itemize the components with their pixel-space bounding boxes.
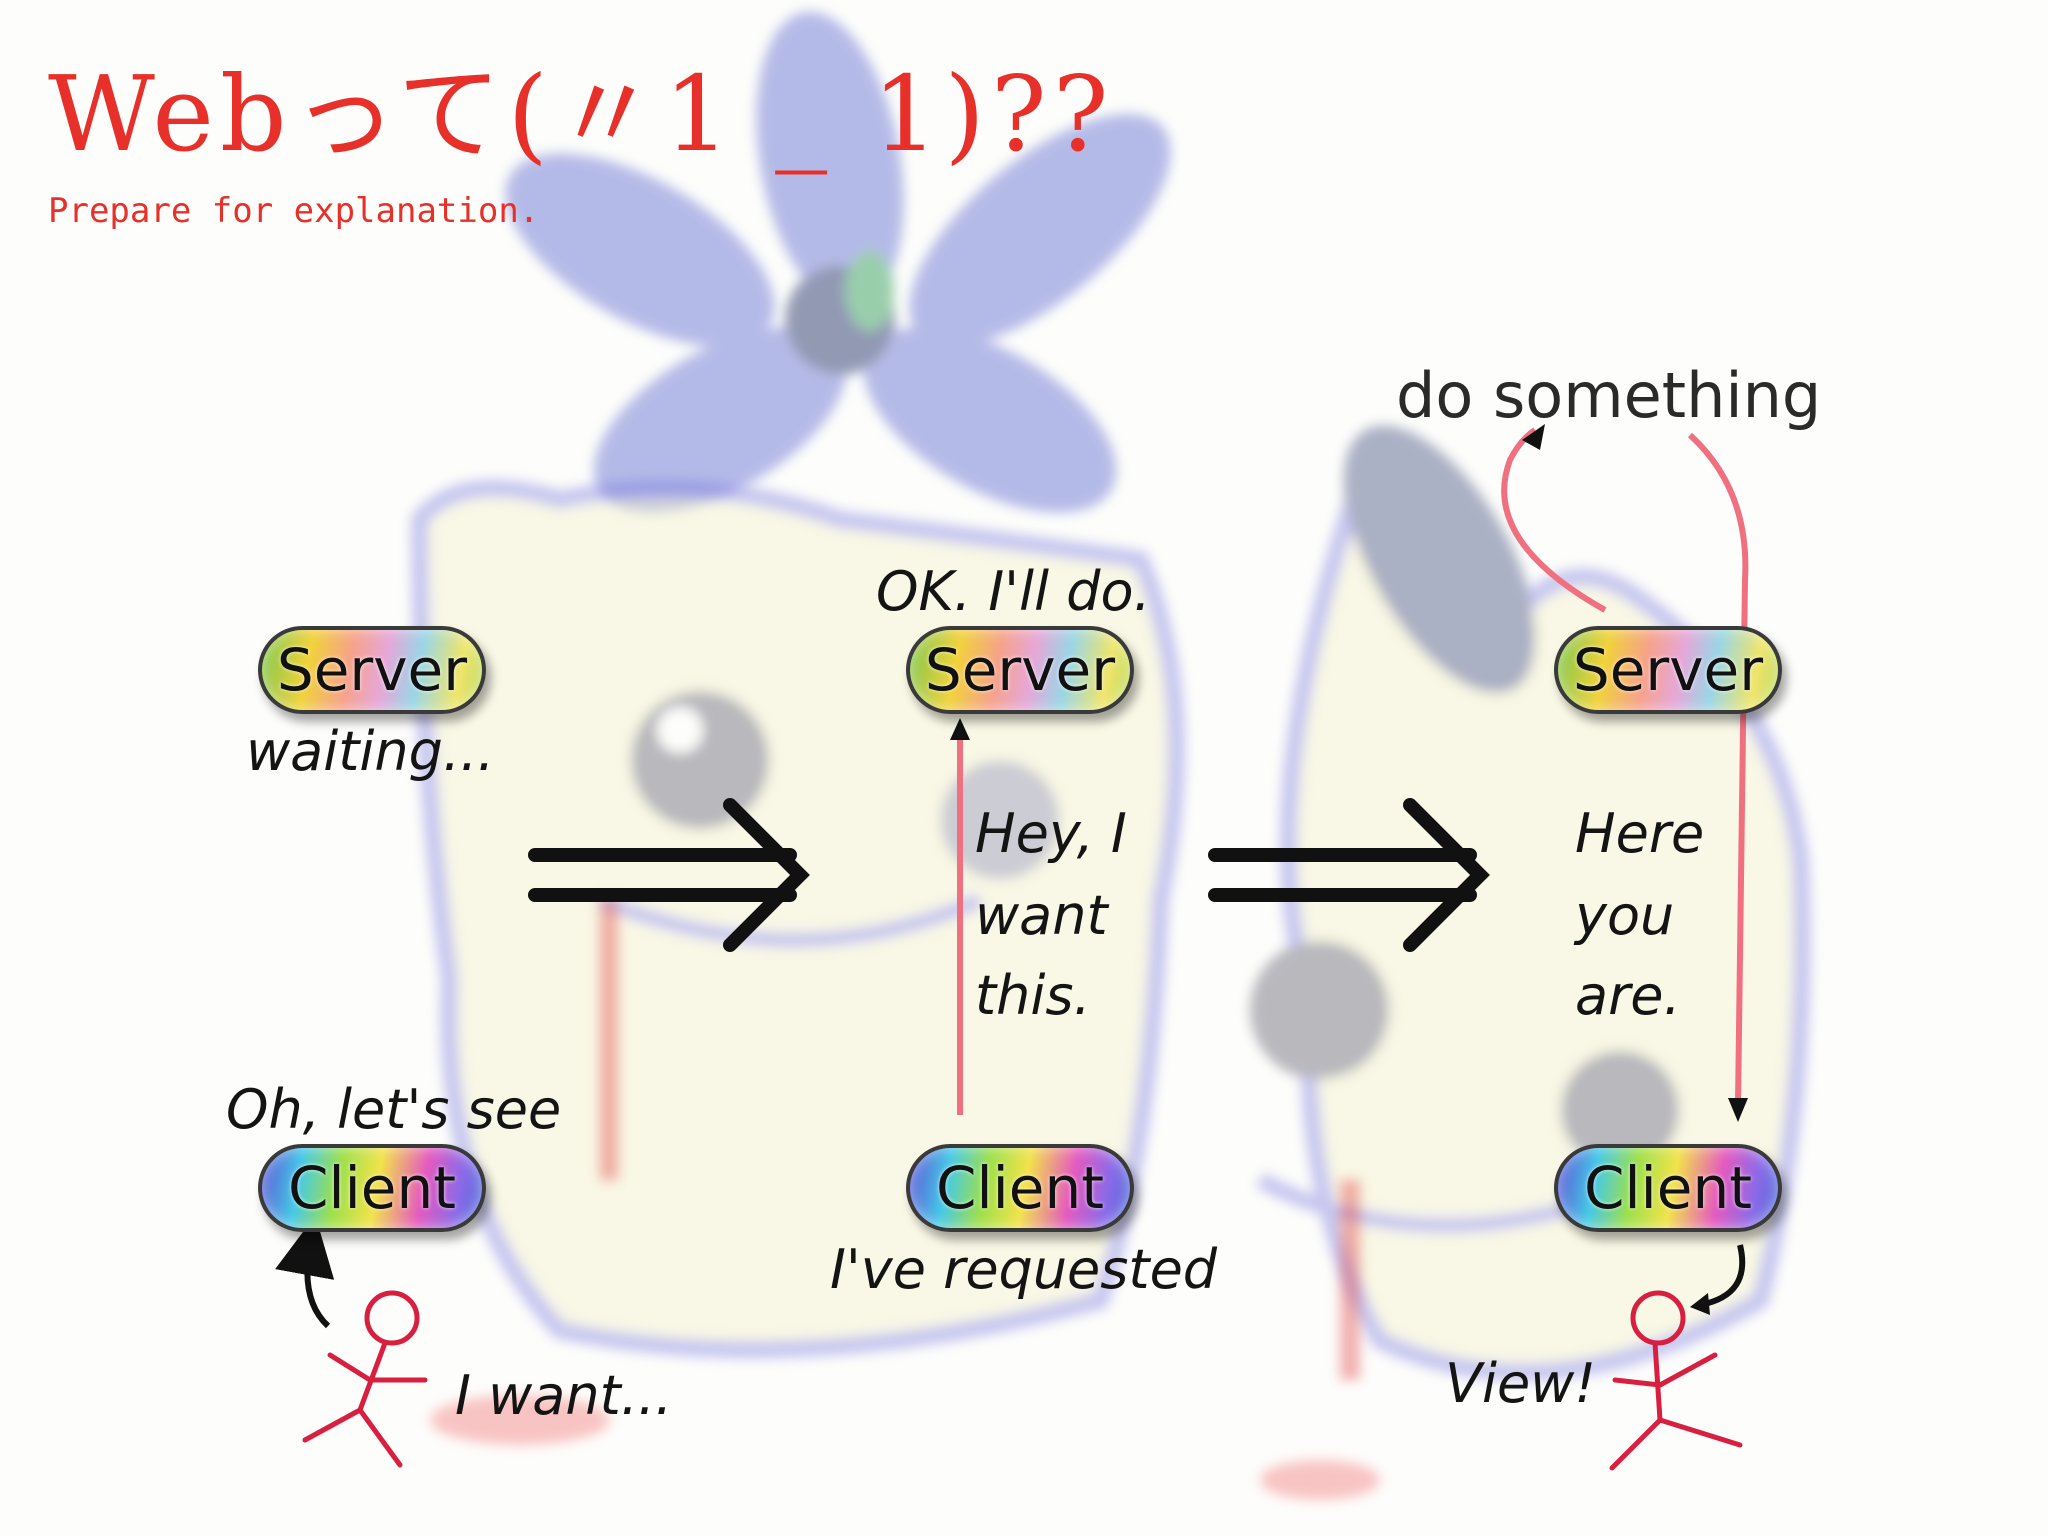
red-smudge-decoration	[430, 900, 1380, 1500]
client-status-note: Oh, let's see	[226, 1078, 562, 1141]
flower-decoration	[505, 11, 1171, 513]
user-note: View!	[1445, 1352, 1596, 1415]
server-node: Server	[906, 626, 1134, 714]
stick-figure-icon	[302, 1290, 428, 1468]
client-node: Client	[1554, 1144, 1782, 1232]
page-title: Webって(〃1 _ 1)??	[48, 53, 1115, 175]
request-note-line-2: want	[975, 884, 1108, 947]
double-right-arrow-icon	[528, 798, 810, 952]
page-subtitle: Prepare for explanation.	[48, 191, 540, 231]
user-note: I want...	[455, 1364, 673, 1427]
request-note-line-1: Hey, I	[975, 802, 1127, 865]
user-to-client-arrow	[275, 1215, 335, 1329]
request-note-line-3: this.	[975, 964, 1091, 1027]
request-arrow	[950, 718, 970, 1115]
client-node: Client	[258, 1144, 486, 1232]
stick-figure-icon	[1609, 1290, 1743, 1471]
response-note-line-3: are.	[1575, 964, 1681, 1027]
response-note-line-2: you	[1575, 884, 1675, 947]
server-process-note: do something	[1396, 359, 1822, 432]
server-node: Server	[1554, 626, 1782, 714]
client-status-note: I've requested	[830, 1238, 1218, 1301]
client-node: Client	[906, 1144, 1134, 1232]
server-node: Server	[258, 626, 486, 714]
server-status-note: OK. I'll do.	[876, 560, 1151, 623]
double-right-arrow-icon	[1208, 798, 1490, 952]
client-to-user-arrow	[1690, 1244, 1746, 1315]
response-note-line-1: Here	[1575, 802, 1705, 865]
server-status-note: waiting...	[246, 720, 495, 783]
server-process-loop-arrow	[1501, 424, 1749, 1122]
